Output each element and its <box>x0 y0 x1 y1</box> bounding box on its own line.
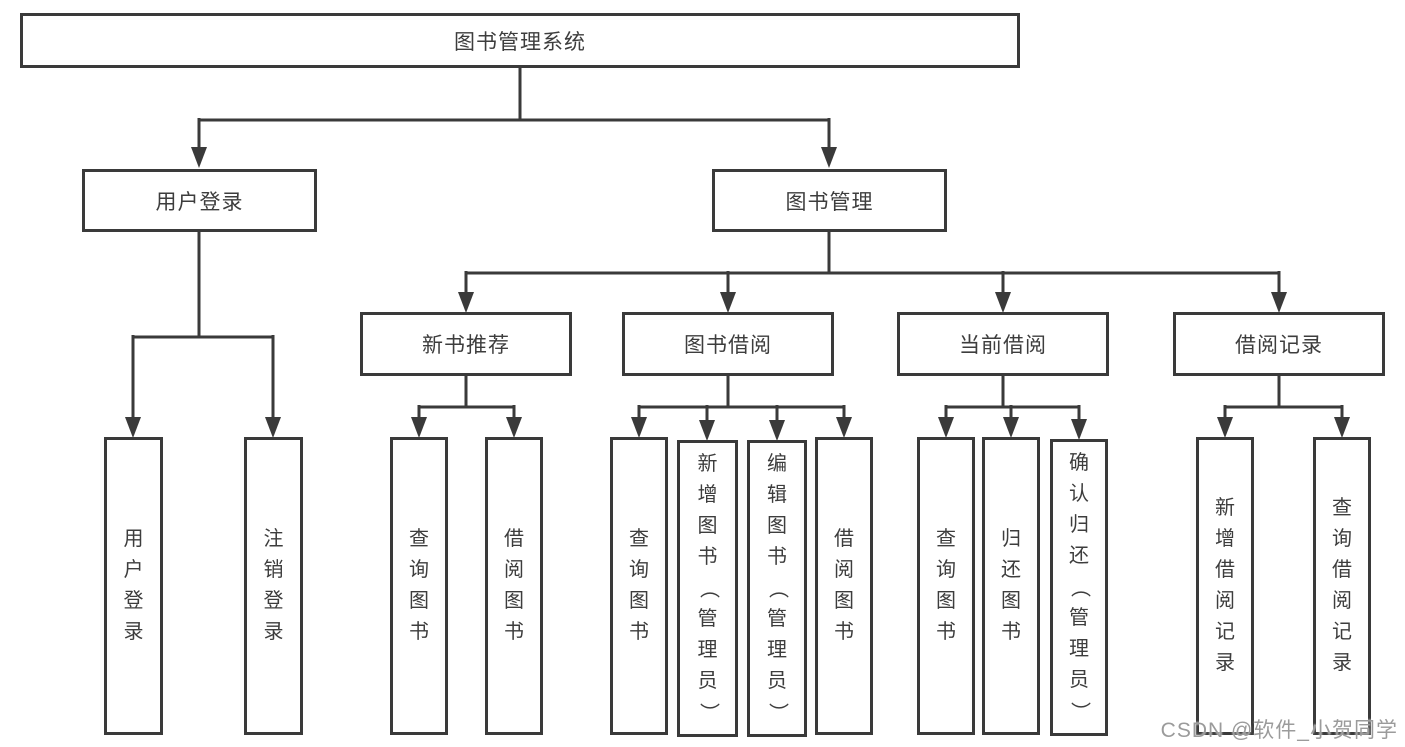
leaf-borrow-books: 借阅图书 <box>815 437 873 735</box>
leaf-query-books-borrow: 查询图书 <box>610 437 668 735</box>
leaf-add-book-admin: 新增图书（管理员） <box>677 440 738 737</box>
leaf-query-books-recommend-label: 查询图书 <box>409 528 429 643</box>
leaf-return-books-label: 归还图书 <box>1001 528 1021 643</box>
node-book-management: 图书管理 <box>712 169 947 232</box>
leaf-edit-book-admin: 编辑图书（管理员） <box>747 440 807 737</box>
node-current-borrow: 当前借阅 <box>897 312 1109 376</box>
leaf-add-borrow-record-label: 新增借阅记录 <box>1215 497 1235 674</box>
leaf-logout-label: 注销登录 <box>263 528 284 643</box>
node-root: 图书管理系统 <box>20 13 1020 68</box>
leaf-query-borrow-record-label: 查询借阅记录 <box>1332 497 1352 674</box>
node-book-borrow-label: 图书借阅 <box>684 334 772 357</box>
leaf-query-books-recommend: 查询图书 <box>390 437 448 735</box>
leaf-add-book-admin-label: 新增图书（管理员） <box>697 453 719 723</box>
leaf-return-books: 归还图书 <box>982 437 1040 735</box>
node-borrow-records: 借阅记录 <box>1173 312 1385 376</box>
leaf-borrow-books-recommend: 借阅图书 <box>485 437 543 735</box>
node-borrow-records-label: 借阅记录 <box>1235 334 1323 357</box>
leaf-add-borrow-record: 新增借阅记录 <box>1196 437 1254 735</box>
leaf-query-books-borrow-label: 查询图书 <box>629 528 649 643</box>
leaf-query-borrow-record: 查询借阅记录 <box>1313 437 1371 735</box>
node-book-management-label: 图书管理 <box>785 190 874 214</box>
watermark: CSDN @软件_小贺同学 <box>1160 719 1398 742</box>
leaf-query-books-current-label: 查询图书 <box>936 528 956 643</box>
leaf-borrow-books-recommend-label: 借阅图书 <box>504 528 524 643</box>
node-user-login-label: 用户登录 <box>155 190 244 214</box>
node-user-login: 用户登录 <box>82 169 317 232</box>
node-book-borrow: 图书借阅 <box>622 312 834 376</box>
node-root-label: 图书管理系统 <box>454 30 586 54</box>
leaf-confirm-return-admin: 确认归还（管理员） <box>1050 439 1108 736</box>
leaf-user-login-label: 用户登录 <box>123 528 144 643</box>
node-new-book-recommend: 新书推荐 <box>360 312 572 376</box>
node-new-book-recommend-label: 新书推荐 <box>422 334 510 357</box>
leaf-logout: 注销登录 <box>244 437 303 735</box>
node-current-borrow-label: 当前借阅 <box>959 334 1047 357</box>
leaf-edit-book-admin-label: 编辑图书（管理员） <box>766 453 789 723</box>
leaf-user-login: 用户登录 <box>104 437 163 735</box>
leaf-confirm-return-admin-label: 确认归还（管理员） <box>1068 452 1091 722</box>
leaf-query-books-current: 查询图书 <box>917 437 975 735</box>
leaf-borrow-books-label: 借阅图书 <box>834 528 854 643</box>
